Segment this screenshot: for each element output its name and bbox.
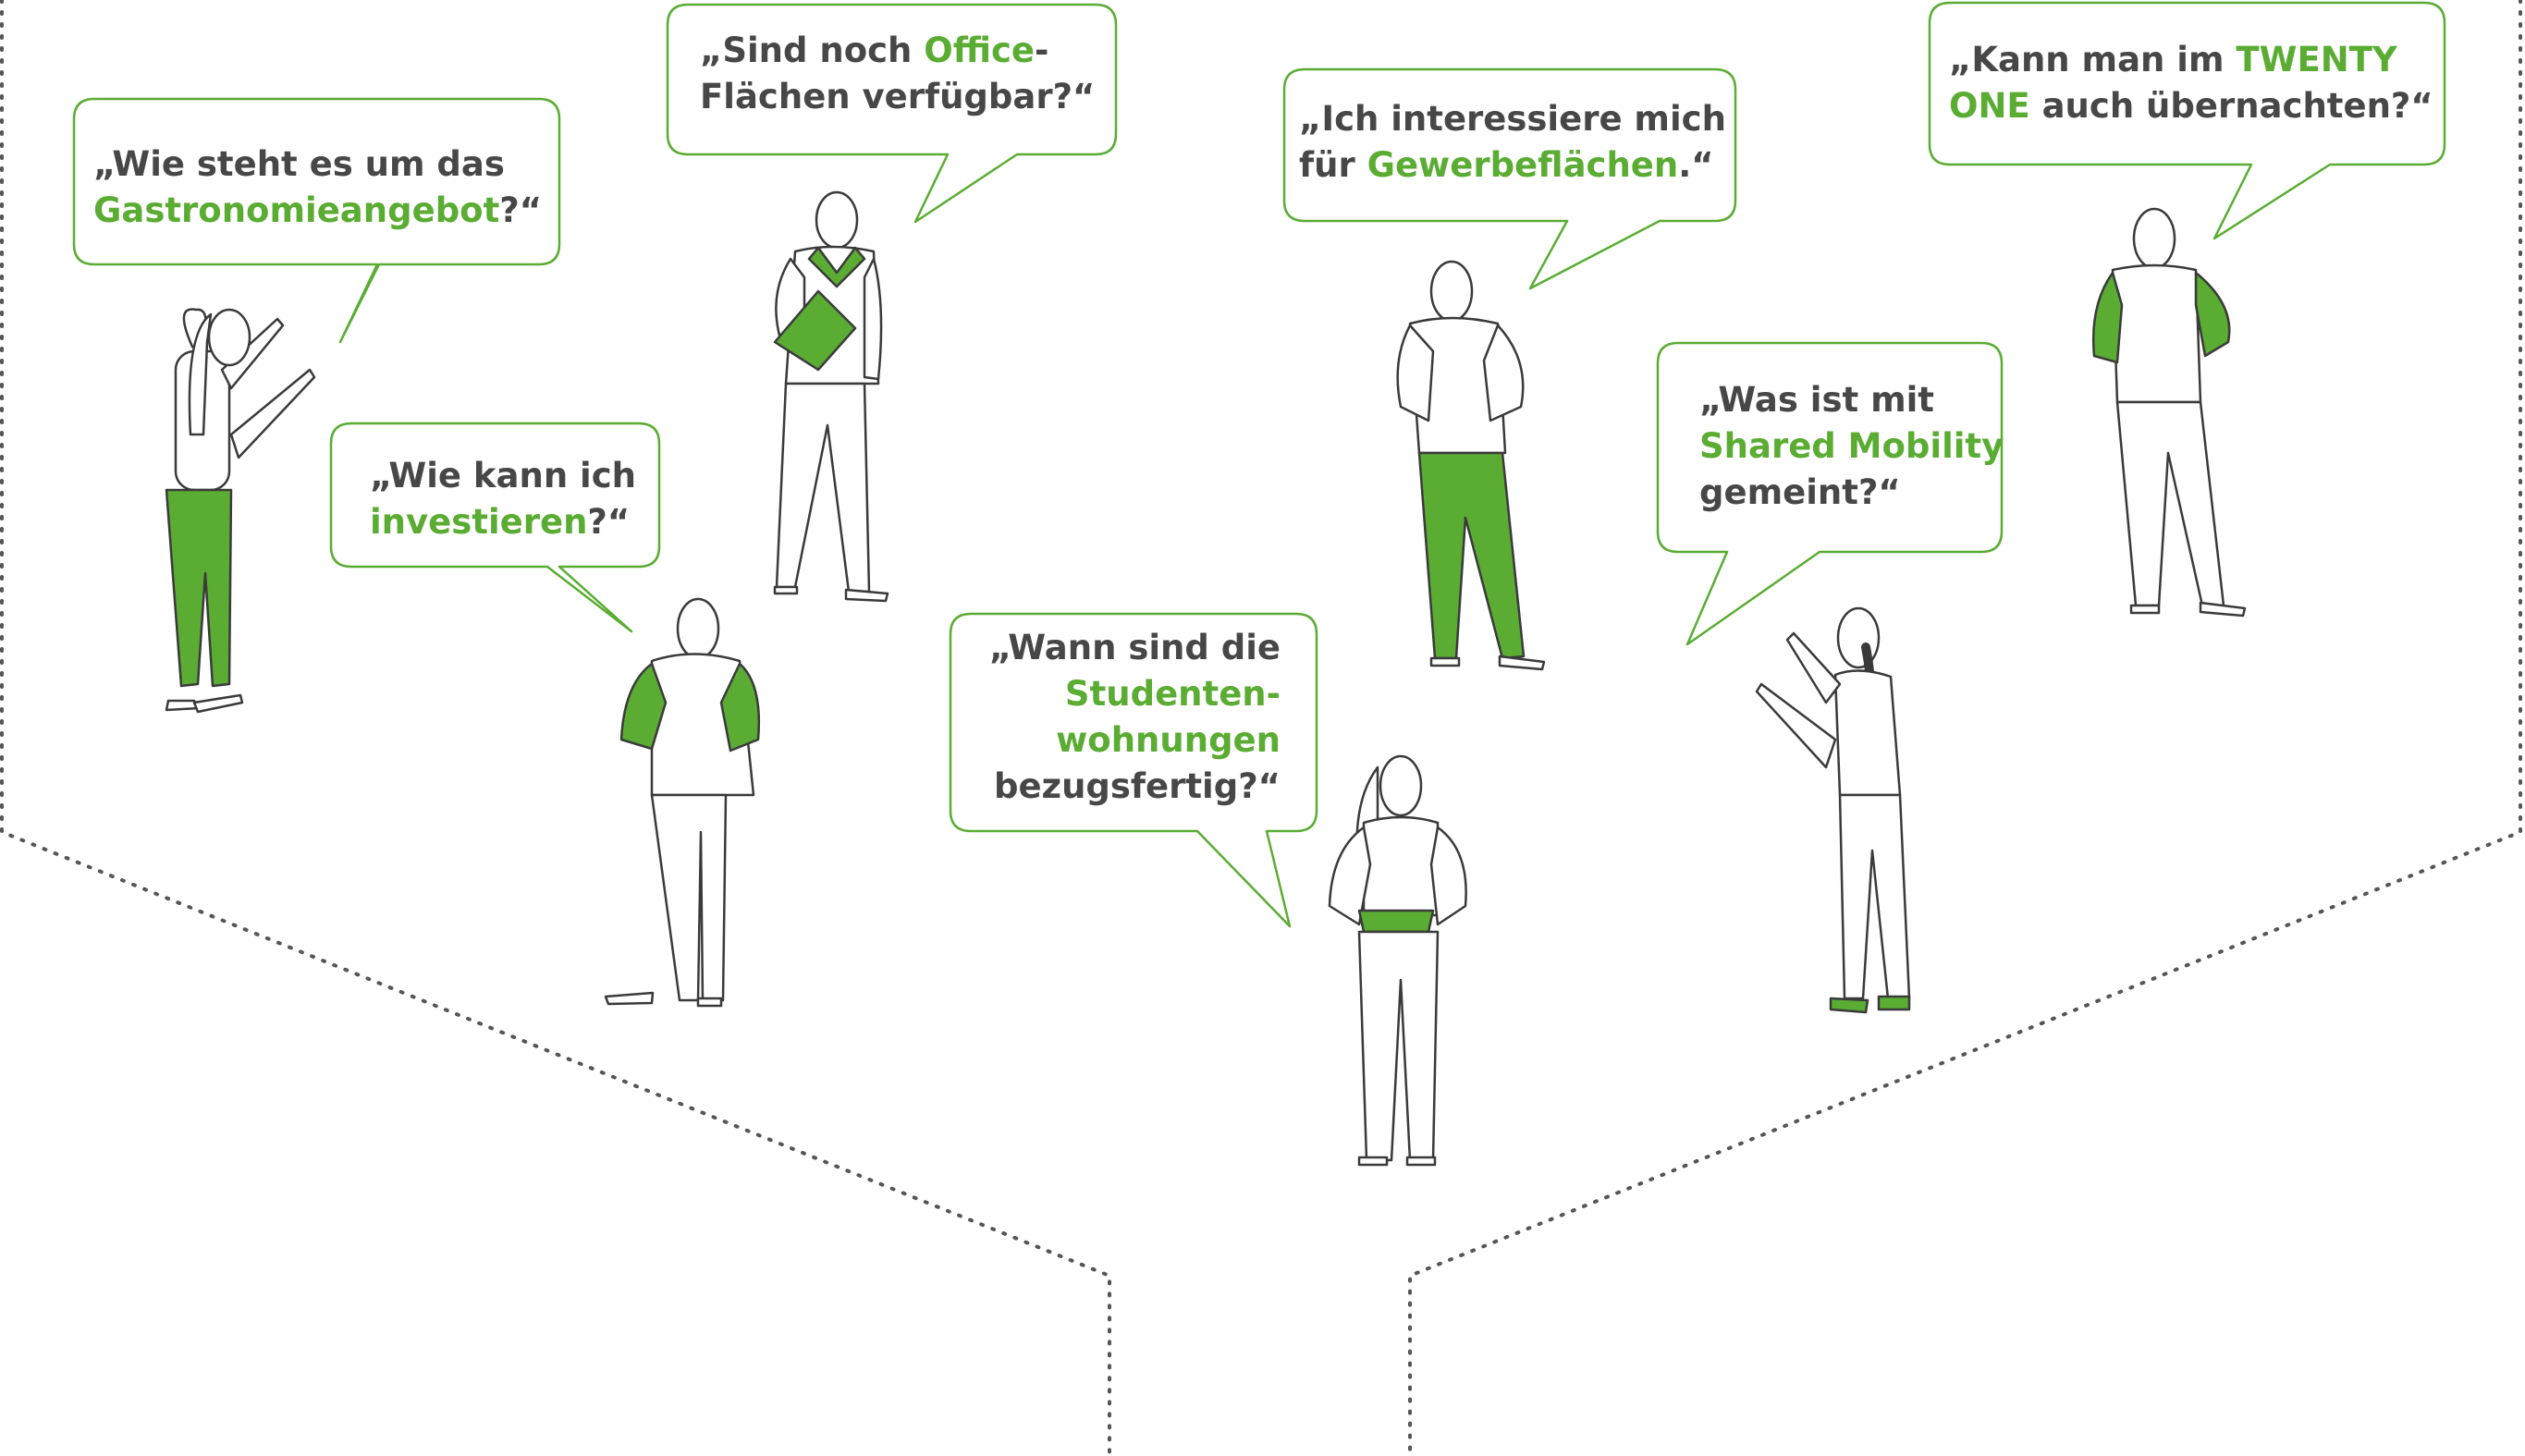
question-text: Flächen verfügbar?“	[700, 77, 1096, 116]
bubble-line: „Kann man im TWENTY	[1949, 37, 2433, 83]
person-woman-pointing-left	[165, 308, 316, 714]
question-text: „Wann sind die	[988, 628, 1281, 667]
bubble-invest	[329, 422, 661, 633]
person-woman-hands-hips	[1328, 754, 1467, 1167]
question-text: .“	[1678, 145, 1714, 185]
person-woman-braid-pointing	[1755, 606, 1911, 1014]
bubble-twenty	[1928, 1, 2446, 240]
highlighted-term: Shared Mobility	[1699, 426, 2004, 466]
highlighted-term: Gastronomieangebot	[93, 190, 500, 230]
question-text: -	[1035, 31, 1049, 70]
highlighted-term: TWENTY	[2236, 40, 2397, 80]
bubble-studenten	[949, 612, 1318, 928]
highlighted-term: wohnungen	[1056, 720, 1281, 760]
question-text: „Sind noch	[700, 31, 925, 70]
person-man-green-sleeves	[2091, 207, 2247, 618]
highlighted-term: investieren	[370, 502, 588, 542]
highlighted-term: ONE	[1949, 86, 2030, 126]
bubble-line: Flächen verfügbar?“	[700, 74, 1095, 120]
bubble-mobility	[1656, 341, 2004, 646]
bubble-gastro	[72, 97, 561, 344]
question-text: für	[1299, 145, 1367, 185]
question-text: auch übernachten?“	[2029, 86, 2433, 126]
bubble-line: wohnungen	[975, 717, 1281, 764]
bubble-line: Gastronomieangebot?“	[93, 188, 542, 234]
highlighted-term: Office	[924, 31, 1036, 70]
question-text: gemeint?“	[1699, 472, 1901, 512]
bubble-line: „Sind noch Office-	[700, 28, 1095, 74]
question-text: „Wie steht es um das	[93, 144, 505, 184]
bubble-line: Studenten-	[975, 671, 1281, 717]
question-text: „Ich interessiere mich	[1299, 99, 1726, 139]
question-text: ?“	[499, 190, 543, 230]
bubble-line: „Wie kann ich	[370, 453, 636, 499]
bubble-text-office: „Sind noch Office-Flächen verfügbar?“	[700, 28, 1095, 120]
bubble-line: „Ich interessiere mich	[1299, 96, 1726, 142]
bubble-line: gemeint?“	[1699, 470, 2004, 516]
question-text: „Was ist mit	[1699, 380, 1934, 420]
question-text: „Wie kann ich	[370, 456, 636, 496]
bubble-line: Shared Mobility	[1699, 423, 2004, 470]
bubble-line: für Gewerbeflächen.“	[1299, 142, 1726, 189]
question-text: bezugsfertig?“	[993, 766, 1281, 806]
bubble-gewerbe	[1282, 67, 1737, 290]
bubble-line: „Wie steht es um das	[93, 141, 542, 188]
bubble-line: investieren?“	[370, 499, 636, 545]
highlighted-term: Studenten-	[1064, 674, 1281, 714]
person-man-hands-hips	[604, 597, 761, 1008]
question-text: „Kann man im	[1949, 40, 2237, 80]
bubble-line: „Was ist mit	[1699, 377, 2004, 423]
person-man-with-folder	[773, 190, 889, 603]
highlighted-term: Gewerbeflächen	[1367, 145, 1679, 185]
person-man-green-pants	[1396, 260, 1546, 671]
question-text: ?“	[587, 502, 631, 542]
bubble-line: „Wann sind die	[975, 625, 1281, 671]
bubble-line: ONE auch übernachten?“	[1949, 83, 2433, 129]
speech-bubbles	[72, 1, 2446, 928]
bubble-line: bezugsfertig?“	[975, 764, 1281, 810]
bubble-office	[666, 3, 1118, 224]
